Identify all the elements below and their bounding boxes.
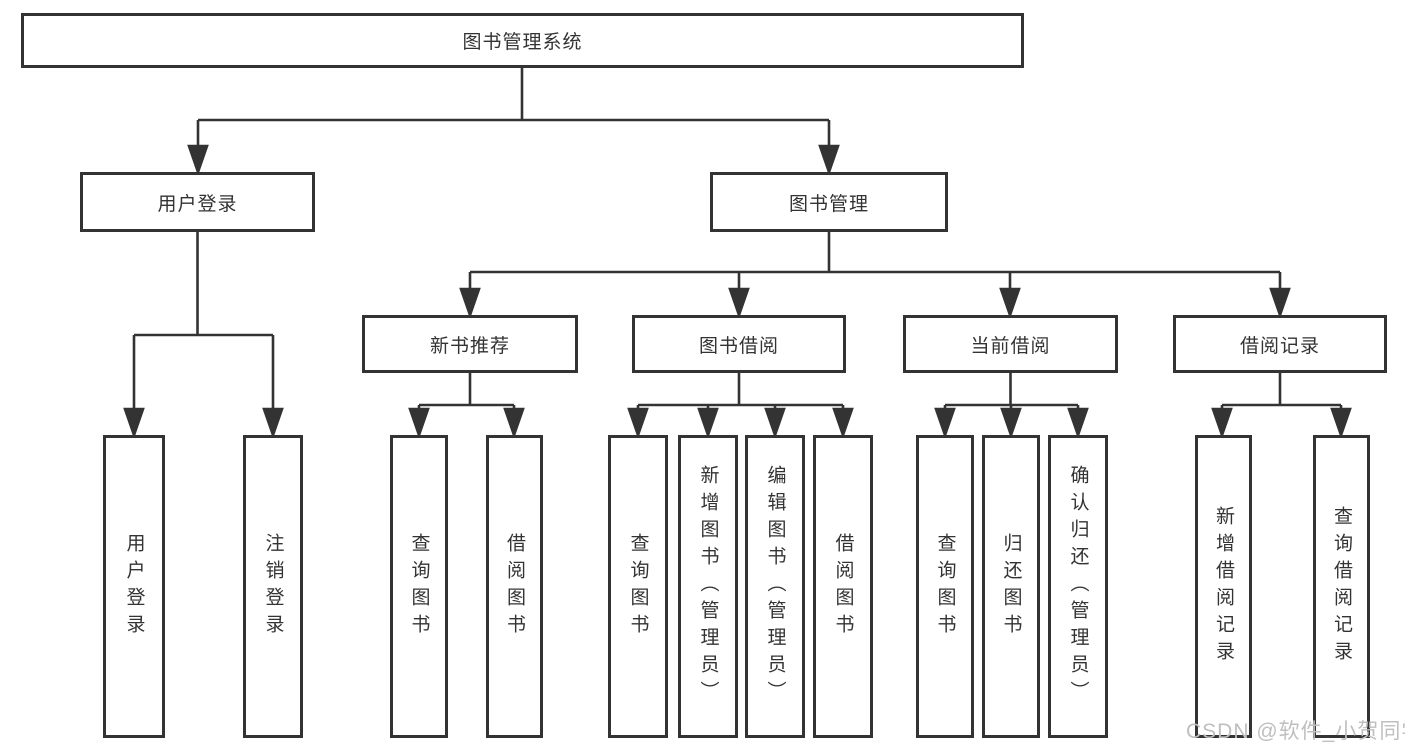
leaf-logout-label: 注销登录 (262, 532, 284, 641)
node-borrow-records: 借阅记录 (1173, 315, 1387, 373)
leaf-label: 查询借阅记录 (1331, 505, 1352, 668)
leaf-label: 借阅图书 (832, 532, 854, 641)
leaf-user-login: 用户登录 (103, 435, 165, 738)
arrowhead (1269, 287, 1291, 319)
arrowhead (764, 407, 786, 439)
leaf-add-borrow-record: 新增借阅记录 (1195, 435, 1252, 738)
leaf-label: 归还图书 (1000, 532, 1022, 641)
arrowhead (832, 407, 854, 439)
leaf-user-login-label: 用户登录 (123, 532, 145, 641)
arrowhead (408, 407, 430, 439)
node-new-book-recommend: 新书推荐 (362, 315, 578, 373)
leaf-return-books: 归还图书 (982, 435, 1040, 738)
arrowhead (934, 407, 956, 439)
arrowhead (697, 407, 719, 439)
arrowhead (1067, 407, 1089, 439)
leaf-label: 查询图书 (934, 532, 956, 641)
arrowhead (123, 407, 145, 439)
node-new-book-recommend-label: 新书推荐 (429, 335, 510, 357)
node-borrow-records-label: 借阅记录 (1239, 335, 1320, 357)
arrowhead (627, 407, 649, 439)
leaf-label: 编辑图书（管理员） (764, 465, 786, 708)
arrowhead (1330, 407, 1352, 439)
leaf-label: 借阅图书 (504, 532, 525, 641)
arrowhead (1000, 407, 1022, 439)
leaf-logout: 注销登录 (243, 435, 303, 738)
leaf-edit-books-admin: 编辑图书（管理员） (745, 435, 805, 738)
leaf-label: 新增借阅记录 (1213, 505, 1234, 668)
node-root-system: 图书管理系统 (21, 13, 1024, 68)
arrowhead (1211, 407, 1233, 439)
node-book-management: 图书管理 (710, 172, 948, 232)
leaf-label: 查询图书 (408, 532, 430, 641)
arrowhead (728, 287, 750, 319)
node-user-login: 用户登录 (80, 172, 315, 232)
leaf-borrow-books-recommend: 借阅图书 (486, 435, 543, 738)
leaf-label: 新增图书（管理员） (697, 465, 719, 708)
arrowhead (999, 287, 1021, 319)
arrowhead (503, 407, 525, 439)
csdn-watermark: CSDN @软件_小贺同学 (1186, 720, 1405, 743)
leaf-borrow-books: 借阅图书 (813, 435, 873, 738)
node-user-login-label: 用户登录 (157, 193, 238, 215)
node-current-borrow: 当前借阅 (903, 315, 1118, 373)
leaf-add-books-admin: 新增图书（管理员） (678, 435, 738, 738)
node-book-borrow-label: 图书借阅 (698, 335, 779, 357)
leaf-confirm-return-admin: 确认归还（管理员） (1048, 435, 1108, 738)
leaf-query-books-borrow: 查询图书 (608, 435, 668, 738)
node-book-management-label: 图书管理 (788, 193, 869, 215)
leaf-query-books-recommend: 查询图书 (390, 435, 448, 738)
arrowhead (262, 407, 284, 439)
arrowhead (459, 287, 481, 319)
leaf-query-books-current: 查询图书 (916, 435, 974, 738)
arrowhead (818, 144, 840, 176)
leaf-query-borrow-record: 查询借阅记录 (1313, 435, 1370, 738)
node-current-borrow-label: 当前借阅 (970, 335, 1051, 357)
leaf-label: 确认归还（管理员） (1067, 465, 1089, 708)
node-root-label: 图书管理系统 (462, 32, 583, 53)
arrowhead (187, 144, 209, 176)
node-book-borrow: 图书借阅 (632, 315, 846, 373)
leaf-label: 查询图书 (627, 532, 649, 641)
